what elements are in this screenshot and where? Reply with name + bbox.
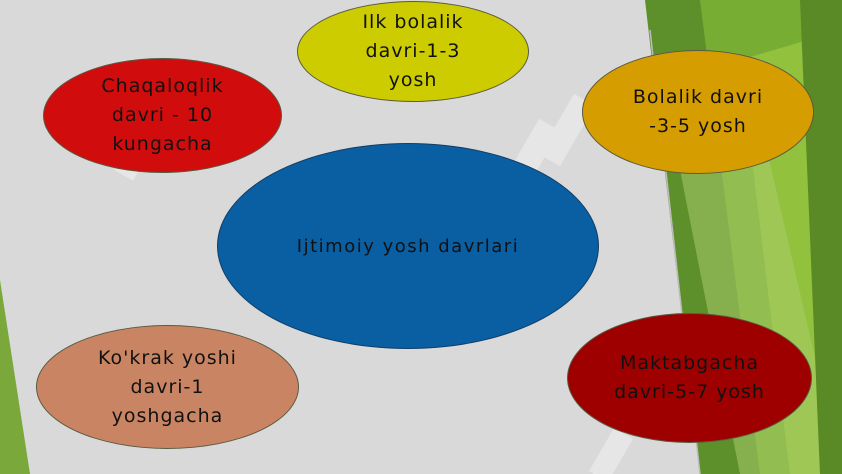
node-chaqaloqlik: Chaqaloqlik davri - 10 kungacha	[43, 58, 282, 173]
center-label: Ijtimoiy yosh davrlari	[296, 235, 520, 257]
node-bolalik: Bolalik davri -3-5 yosh	[582, 50, 814, 174]
node-label: Ilk bolalik davri-1-3 yosh	[362, 11, 464, 91]
left-green-edge	[0, 280, 30, 474]
node-label: Bolalik davri -3-5 yosh	[632, 86, 764, 137]
node-label: Chaqaloqlik davri - 10 kungacha	[101, 75, 224, 155]
node-kokrak-yoshi: Ko'krak yoshi davri-1 yoshgacha	[36, 325, 299, 449]
node-ilk-bolalik: Ilk bolalik davri-1-3 yosh	[297, 1, 529, 102]
node-maktabgacha: Maktabgacha davri-5-7 yosh	[567, 313, 812, 443]
node-label: Ko'krak yoshi davri-1 yoshgacha	[98, 346, 237, 427]
node-label: Maktabgacha davri-5-7 yosh	[614, 352, 765, 403]
center-node: Ijtimoiy yosh davrlari	[217, 143, 599, 349]
